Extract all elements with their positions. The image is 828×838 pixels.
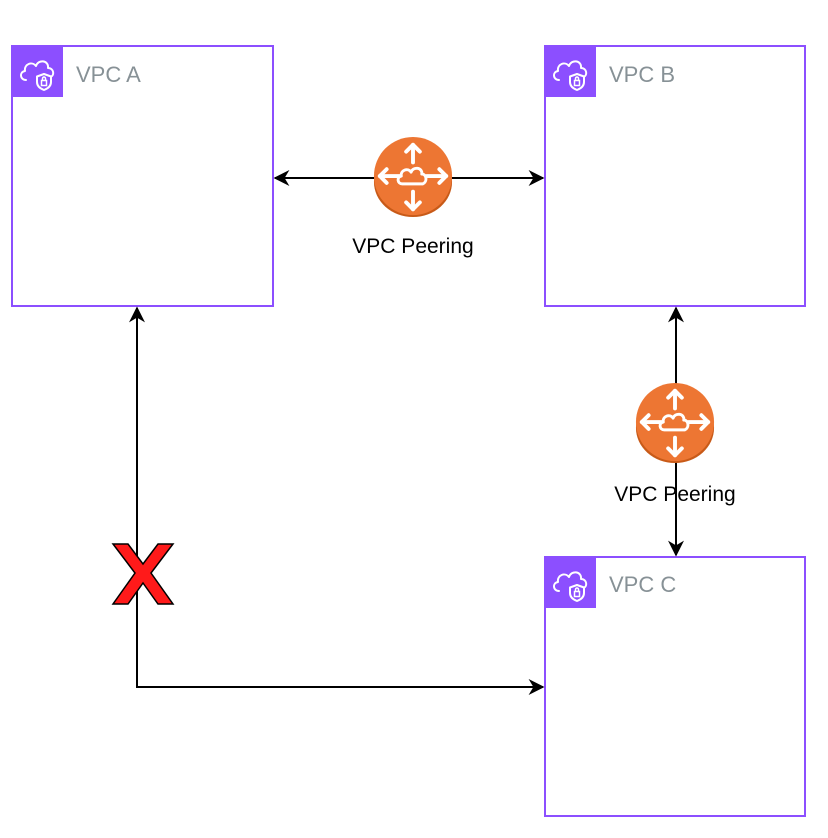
vpc-peering-router-icon[interactable]	[634, 383, 716, 465]
vpc-cloud-shield-icon	[546, 47, 596, 97]
vpc-b-title: VPC B	[609, 62, 675, 87]
vpc-cloud-shield-icon	[13, 47, 63, 97]
vpc-cloud-shield-icon	[546, 558, 596, 608]
vpc-peering-router-icon[interactable]	[372, 137, 454, 219]
blocked-x-icon	[111, 543, 175, 605]
vpc-b-group[interactable]: VPC B	[544, 45, 806, 307]
peering-bc-label: VPC Peering	[614, 483, 735, 506]
vpc-a-title: VPC A	[76, 62, 141, 87]
vpc-c-group[interactable]: VPC C	[544, 556, 806, 817]
connector-a-c-blocked[interactable]	[129, 306, 545, 695]
vpc-a-group[interactable]: VPC A	[11, 45, 274, 307]
vpc-c-title: VPC C	[609, 572, 676, 597]
peering-ab-label: VPC Peering	[352, 235, 473, 258]
